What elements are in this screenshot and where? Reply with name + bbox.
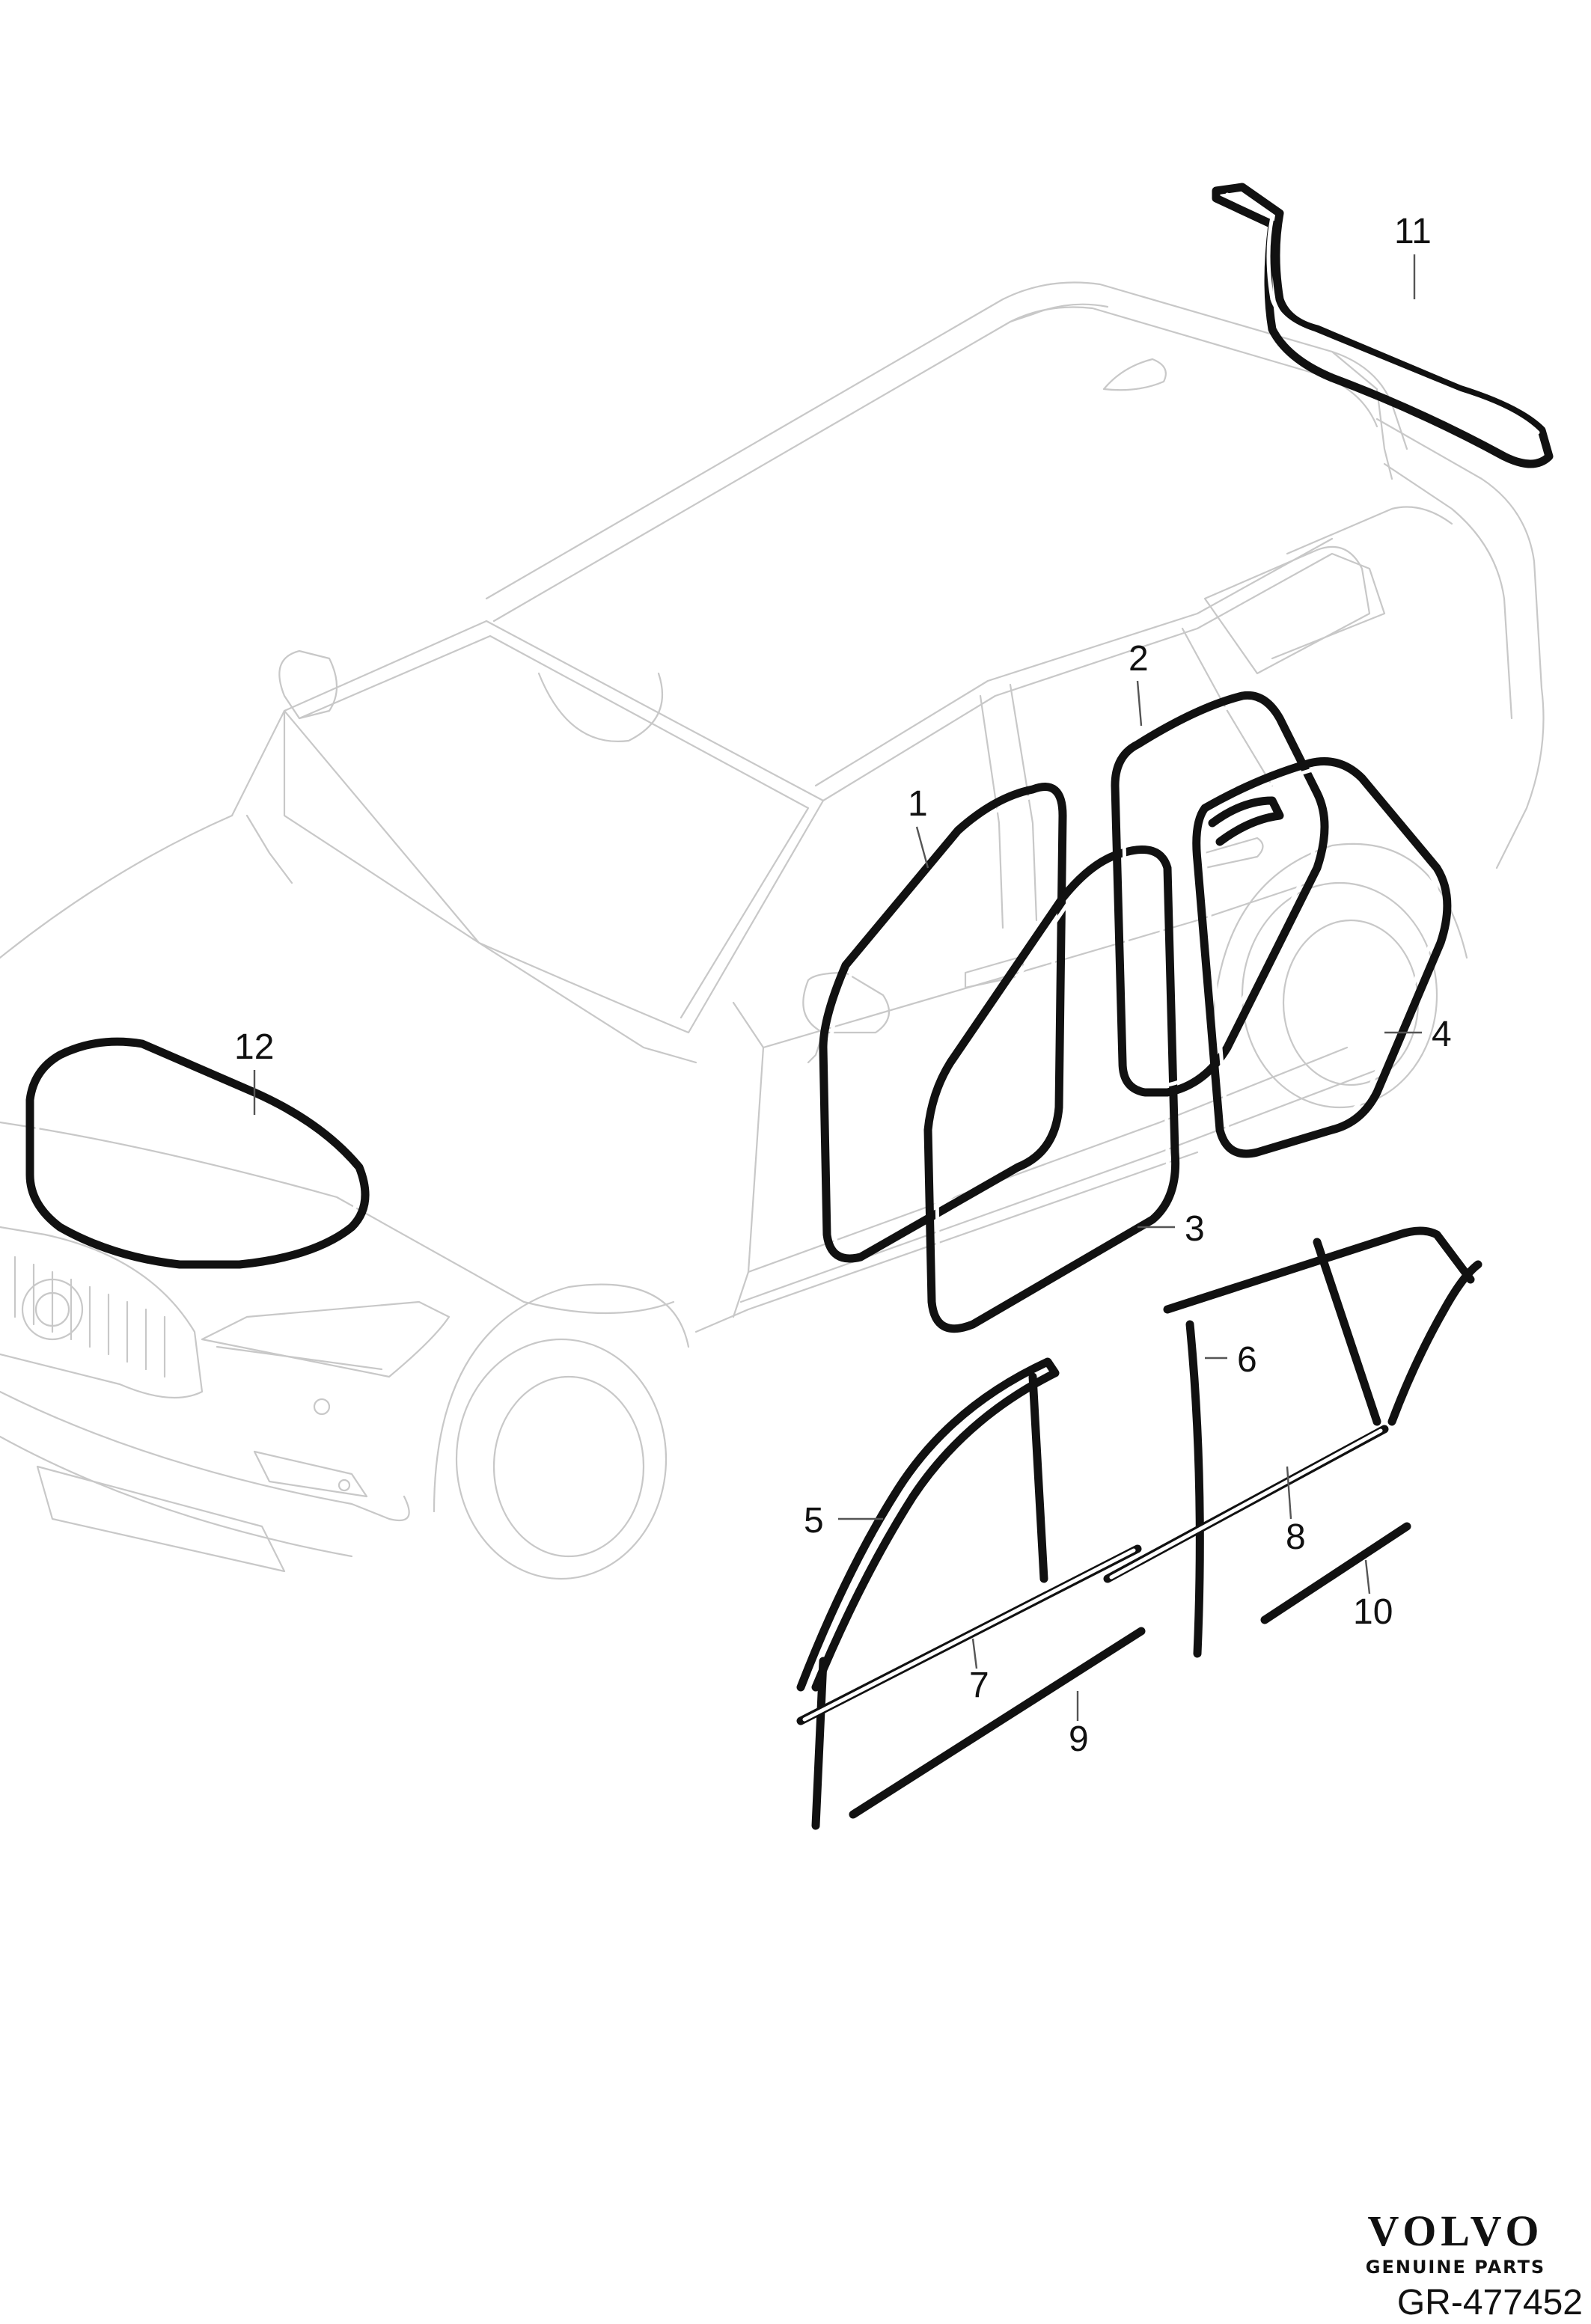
callout-1: 1 xyxy=(908,784,928,824)
callout-leaders xyxy=(253,254,1422,1721)
callout-4: 4 xyxy=(1432,1015,1452,1054)
seal-09-front-lower xyxy=(849,1627,1146,1819)
brand-tagline: GENUINE PARTS xyxy=(1365,2257,1546,2278)
seal-01-front-door xyxy=(819,783,1067,1263)
seal-11-tailgate xyxy=(1212,183,1554,468)
callout-3: 3 xyxy=(1185,1209,1205,1249)
seal-05-front-channel xyxy=(796,1357,1060,1830)
callout-6: 6 xyxy=(1237,1340,1257,1380)
brand-logo: VOLVO xyxy=(1367,2207,1544,2255)
seal-06-rear-channel xyxy=(1163,1226,1482,1658)
callout-2: 2 xyxy=(1129,639,1149,679)
callout-7: 7 xyxy=(969,1666,989,1705)
seal-04-rear-body xyxy=(1192,757,1452,1158)
vehicle-outline xyxy=(0,281,1545,1580)
drawing-number: GR-477452 xyxy=(1396,2283,1583,2323)
callout-9: 9 xyxy=(1069,1719,1089,1759)
seal-07-front-belt xyxy=(796,1544,1142,1725)
seal-10-rear-lower xyxy=(1260,1522,1411,1624)
callout-10: 10 xyxy=(1353,1592,1393,1632)
seal-08-rear-belt xyxy=(1103,1425,1389,1583)
callout-8: 8 xyxy=(1286,1517,1306,1557)
callout-12: 12 xyxy=(234,1027,274,1067)
callout-11: 11 xyxy=(1394,212,1432,251)
seal-03-front-body xyxy=(923,845,1180,1333)
callout-5: 5 xyxy=(804,1501,824,1541)
seal-12-hood xyxy=(25,1037,370,1269)
seal-02-rear-door xyxy=(1111,691,1329,1097)
